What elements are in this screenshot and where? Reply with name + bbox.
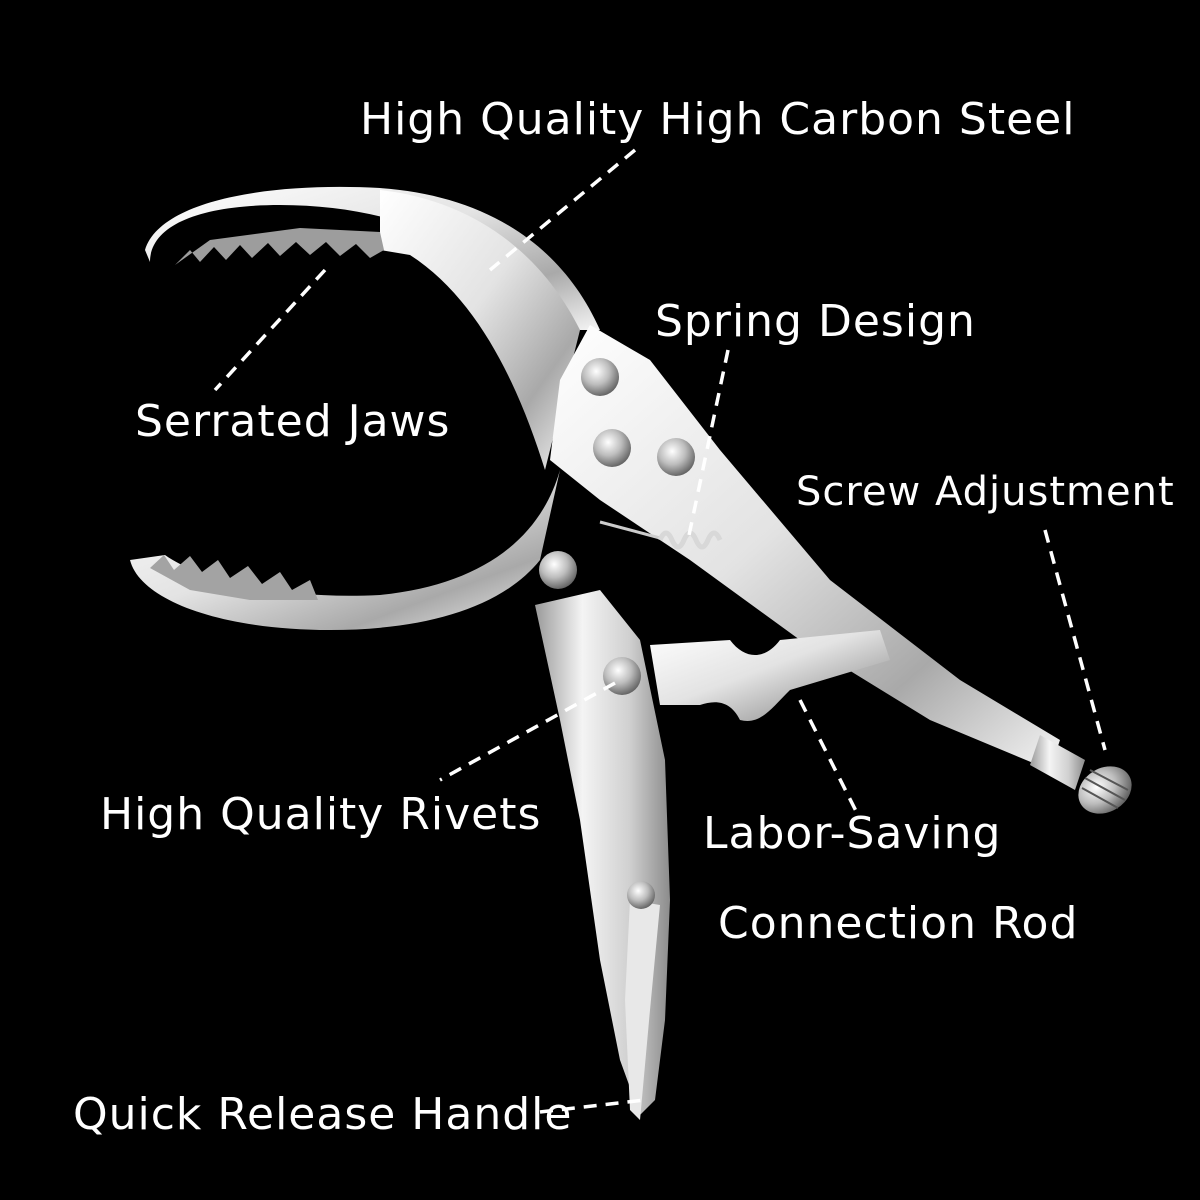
lower-jaw-teeth [150, 555, 318, 600]
callout-screw: Screw Adjustment [796, 469, 1175, 515]
upper-jaw-teeth [175, 228, 384, 265]
leader-spring [686, 349, 730, 541]
leader-screw [1043, 529, 1107, 751]
leader-steel [488, 148, 637, 272]
adjustment-screw-icon [1078, 766, 1132, 814]
callout-jaws: Serrated Jaws [135, 396, 451, 447]
release-lever [625, 900, 660, 1120]
upper-jaw-body [380, 190, 580, 470]
adjustment-screw-barrel [1030, 735, 1085, 790]
callout-rod-line2: Connection Rod [718, 898, 1079, 949]
rivet-icon [539, 358, 695, 909]
connection-rod [650, 630, 890, 721]
callout-steel: High Quality High Carbon Steel [360, 94, 1076, 145]
callout-spring: Spring Design [655, 296, 976, 347]
leader-rivets [439, 681, 616, 782]
callout-handle: Quick Release Handle [73, 1089, 573, 1140]
pivot-hole [570, 510, 590, 530]
leader-handle [539, 1098, 646, 1114]
upper-jaw [145, 186, 600, 330]
leader-jaws [213, 268, 327, 392]
lower-jaw [130, 470, 560, 630]
leader-rod [798, 699, 860, 816]
lower-handle [535, 590, 670, 1115]
callout-rod-line1: Labor-Saving [703, 808, 1002, 859]
upper-handle [550, 325, 1060, 770]
callout-rivets: High Quality Rivets [100, 789, 542, 840]
